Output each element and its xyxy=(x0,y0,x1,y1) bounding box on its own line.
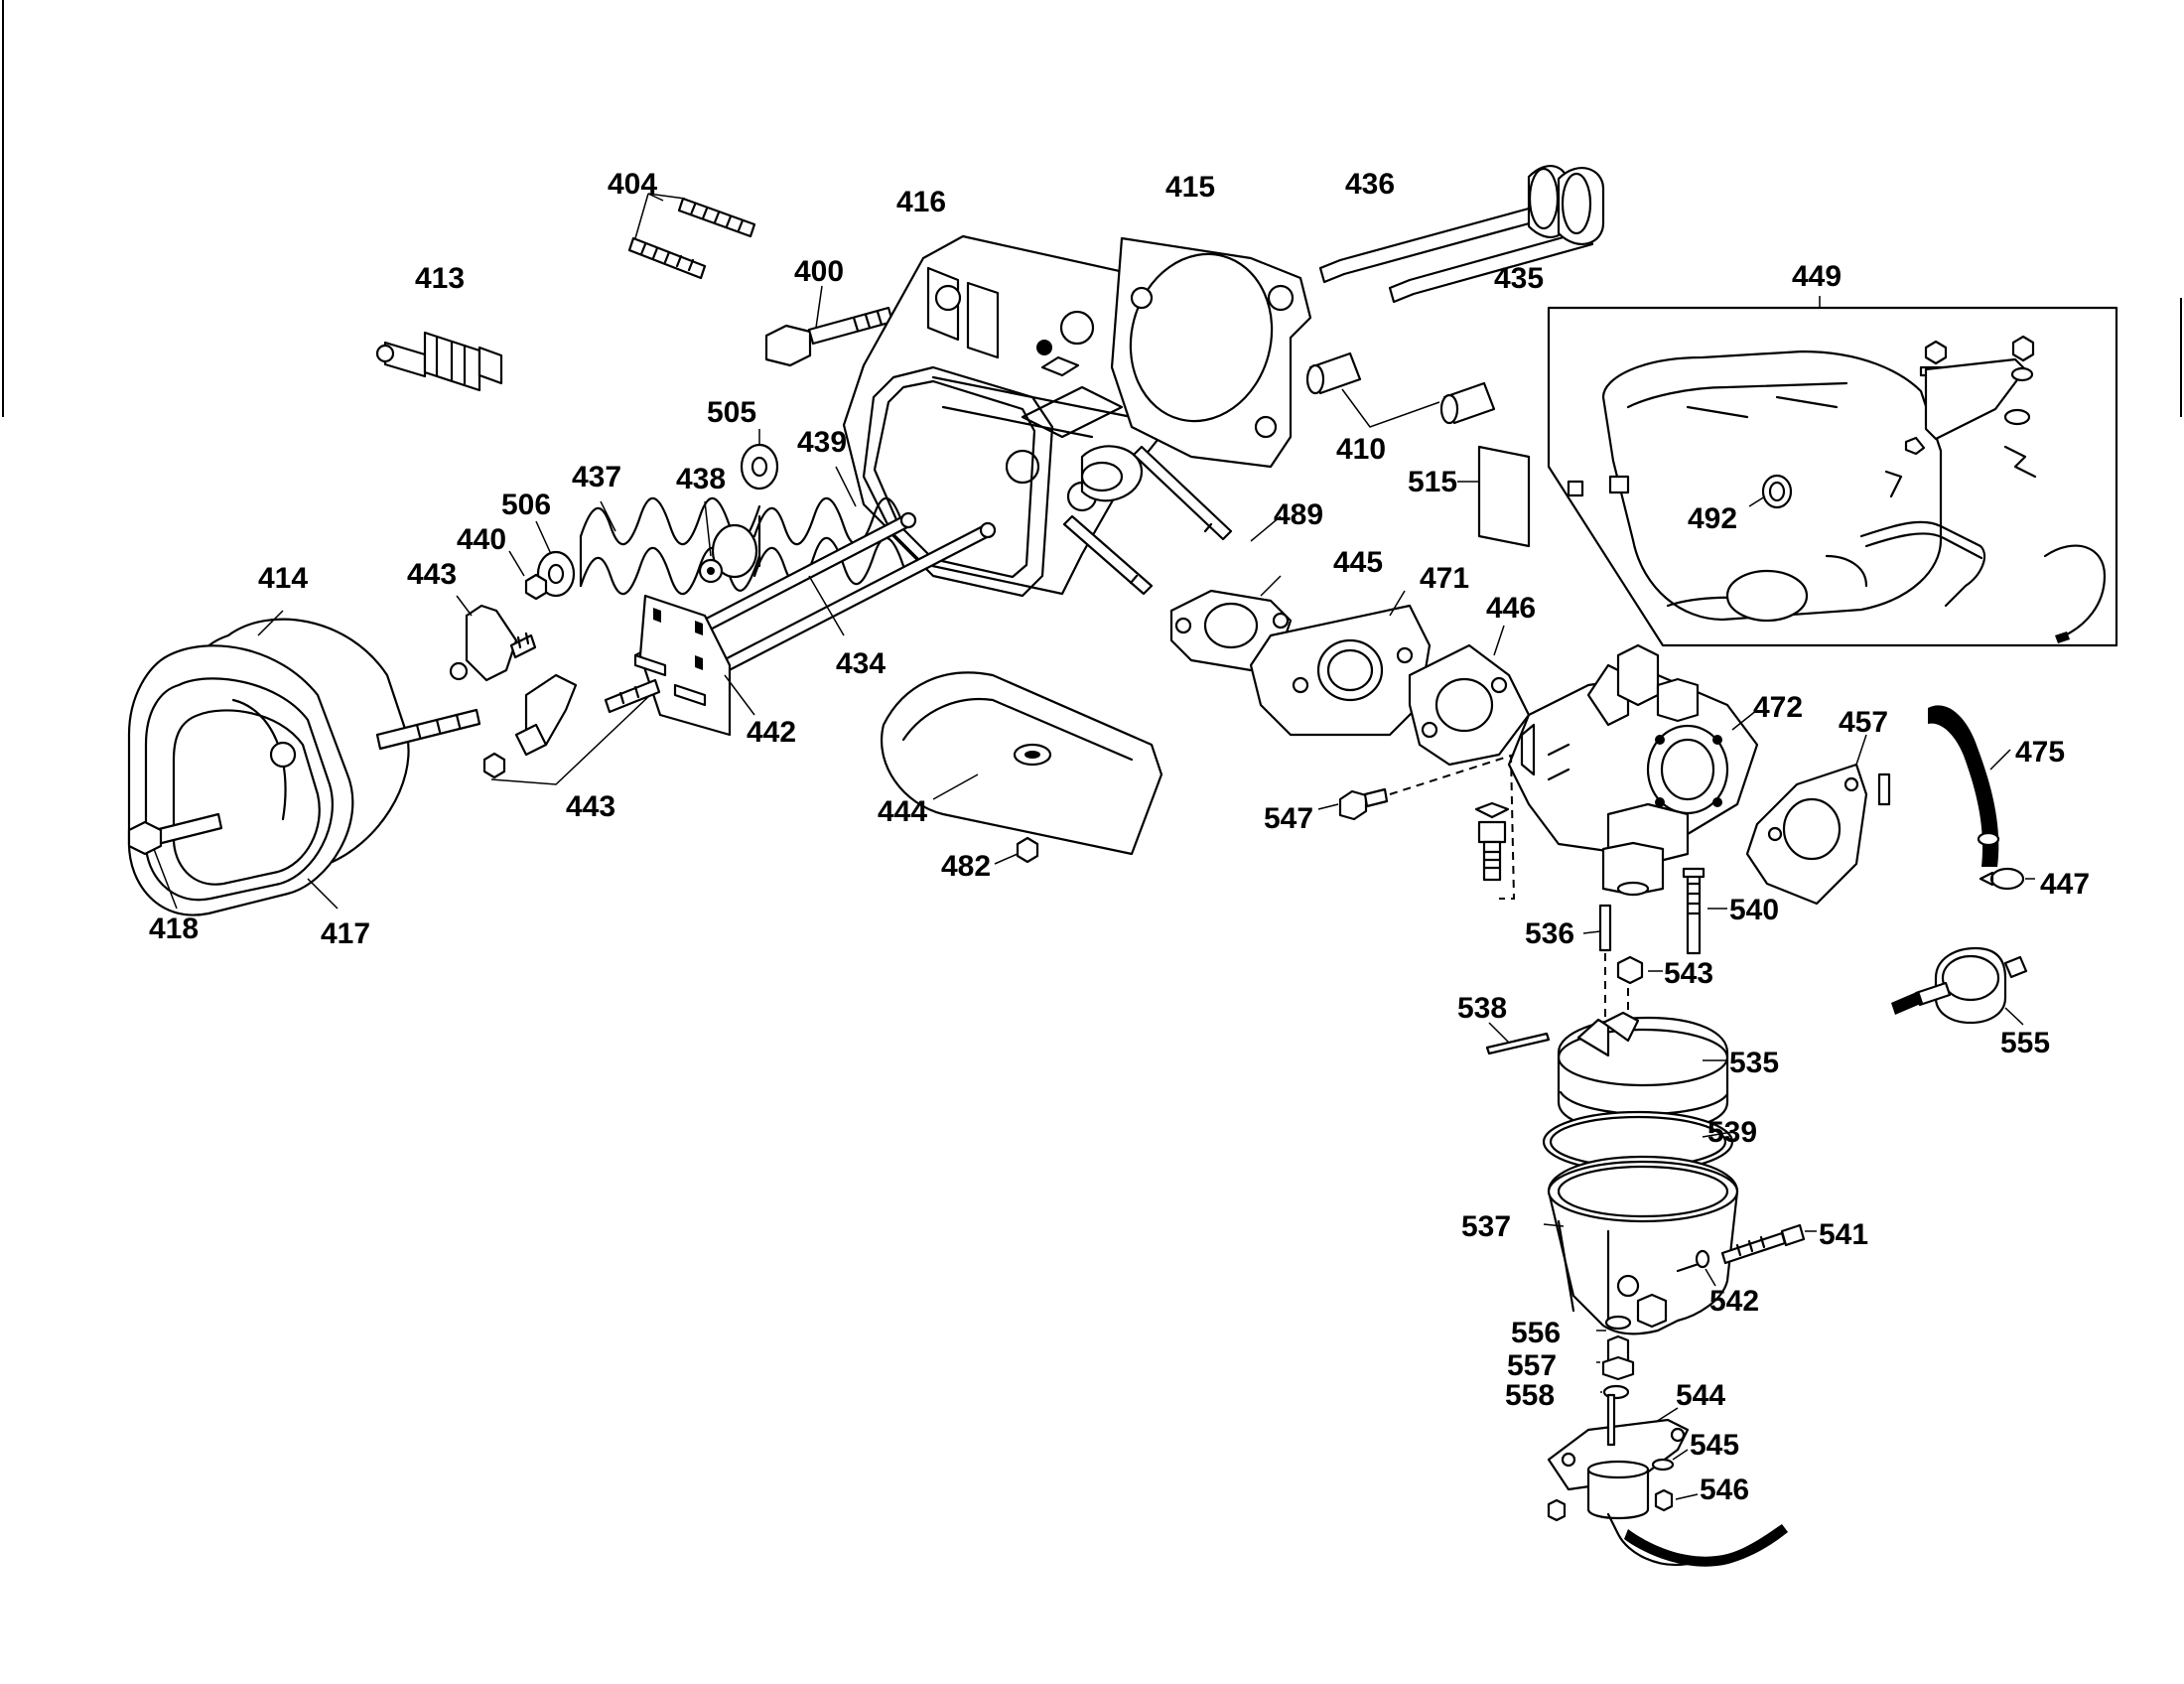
label-414: 414 xyxy=(258,562,308,595)
label-543: 543 xyxy=(1664,957,1713,990)
label-546: 546 xyxy=(1700,1474,1749,1506)
label-542: 542 xyxy=(1709,1285,1759,1318)
label-447: 447 xyxy=(2040,868,2090,901)
heat-shield-part xyxy=(881,671,1163,856)
label-415: 415 xyxy=(1165,171,1215,204)
label-555: 555 xyxy=(2000,1027,2050,1059)
spacer-471 xyxy=(1249,590,1432,737)
detail-box-449 xyxy=(1547,296,2118,647)
label-544: 544 xyxy=(1676,1379,1725,1412)
label-435: 435 xyxy=(1494,262,1544,295)
label-449: 449 xyxy=(1792,260,1842,293)
emulsion-tube-536 xyxy=(1582,904,1612,1048)
intake-studs xyxy=(1062,445,1233,596)
label-410: 410 xyxy=(1336,433,1386,466)
fuel-solenoid-544 xyxy=(1547,1393,1788,1567)
label-445: 445 xyxy=(1333,546,1383,579)
label-506: 506 xyxy=(501,489,551,521)
oring-542 xyxy=(1695,1249,1716,1287)
filter-element-part xyxy=(1457,445,1531,548)
label-438: 438 xyxy=(676,463,726,495)
nut-440 xyxy=(508,550,548,601)
label-434: 434 xyxy=(836,647,886,680)
label-556: 556 xyxy=(1511,1317,1561,1349)
label-439: 439 xyxy=(797,426,847,459)
gasket-446 xyxy=(1408,625,1531,767)
stud-bolts-part xyxy=(627,193,756,280)
label-545: 545 xyxy=(1690,1429,1739,1462)
rocker-arm-lower xyxy=(482,673,661,785)
label-472: 472 xyxy=(1753,691,1803,724)
valve-keeper-438 xyxy=(698,500,724,584)
label-536: 536 xyxy=(1525,917,1574,950)
label-400: 400 xyxy=(794,255,844,288)
label-417: 417 xyxy=(321,917,370,950)
head-bolt-part xyxy=(764,285,894,367)
label-475: 475 xyxy=(2015,736,2065,769)
label-418: 418 xyxy=(149,912,199,945)
head-gasket-part xyxy=(1110,236,1312,469)
valve-spring-retainer-505 xyxy=(740,429,779,491)
pilot-screw-assembly xyxy=(1474,754,1516,900)
rocker-arm-upper xyxy=(449,595,537,682)
label-442: 442 xyxy=(747,716,796,749)
label-444: 444 xyxy=(878,795,927,828)
washer-556 xyxy=(1596,1315,1632,1332)
fuel-shutoff-555 xyxy=(1891,946,2028,1026)
label-515: 515 xyxy=(1408,466,1457,498)
label-443b: 443 xyxy=(566,790,615,823)
hose-clamp-447 xyxy=(1979,867,2035,891)
bowl-bolt-557 xyxy=(1596,1334,1635,1381)
label-446: 446 xyxy=(1486,592,1536,625)
exhaust-valve-part xyxy=(1388,167,1605,304)
rocker-chamber-frame xyxy=(862,365,1054,598)
label-558: 558 xyxy=(1505,1379,1555,1412)
part-labels: 404 416 415 436 435 449 413 400 410 515 … xyxy=(149,168,2090,1506)
label-492: 492 xyxy=(1688,502,1737,535)
label-539: 539 xyxy=(1707,1116,1757,1149)
label-437: 437 xyxy=(572,461,621,493)
label-541: 541 xyxy=(1819,1218,1868,1251)
valve-spring-439 xyxy=(711,466,905,586)
carb-gasket-457 xyxy=(1745,734,1891,906)
screw-547 xyxy=(1317,754,1515,821)
label-489: 489 xyxy=(1274,498,1323,531)
label-471: 471 xyxy=(1420,562,1469,595)
label-457: 457 xyxy=(1839,706,1888,739)
float-bowl-537 xyxy=(1543,1155,1739,1335)
label-440: 440 xyxy=(457,523,506,556)
label-537: 537 xyxy=(1461,1210,1511,1243)
valve-guide-part xyxy=(1305,351,1496,428)
push-rod-guide-plate-442 xyxy=(633,594,755,737)
spark-plug-part xyxy=(375,331,503,392)
screws-546 xyxy=(1547,1488,1699,1522)
carb-bolt-540 xyxy=(1682,867,1727,955)
label-413: 413 xyxy=(415,262,465,295)
label-436: 436 xyxy=(1345,168,1395,201)
carburetor-part xyxy=(1507,643,1759,897)
label-540: 540 xyxy=(1729,894,1779,926)
label-482: 482 xyxy=(941,850,991,883)
label-505: 505 xyxy=(707,396,756,429)
nut-482 xyxy=(994,836,1039,865)
label-443a: 443 xyxy=(407,558,457,591)
label-404: 404 xyxy=(608,168,657,201)
bowl-gasket-539 xyxy=(1542,1110,1734,1174)
drain-screw-541 xyxy=(1720,1223,1817,1265)
washer-545 xyxy=(1651,1449,1689,1472)
label-557: 557 xyxy=(1507,1349,1557,1382)
valve-cover-part xyxy=(127,610,481,916)
leader-489 xyxy=(1250,515,1282,542)
label-416: 416 xyxy=(896,186,946,218)
fuel-hose-475 xyxy=(1928,705,2011,867)
label-547: 547 xyxy=(1264,802,1313,835)
float-pin-538 xyxy=(1485,1022,1551,1055)
label-538: 538 xyxy=(1457,992,1507,1025)
label-535: 535 xyxy=(1729,1047,1779,1079)
